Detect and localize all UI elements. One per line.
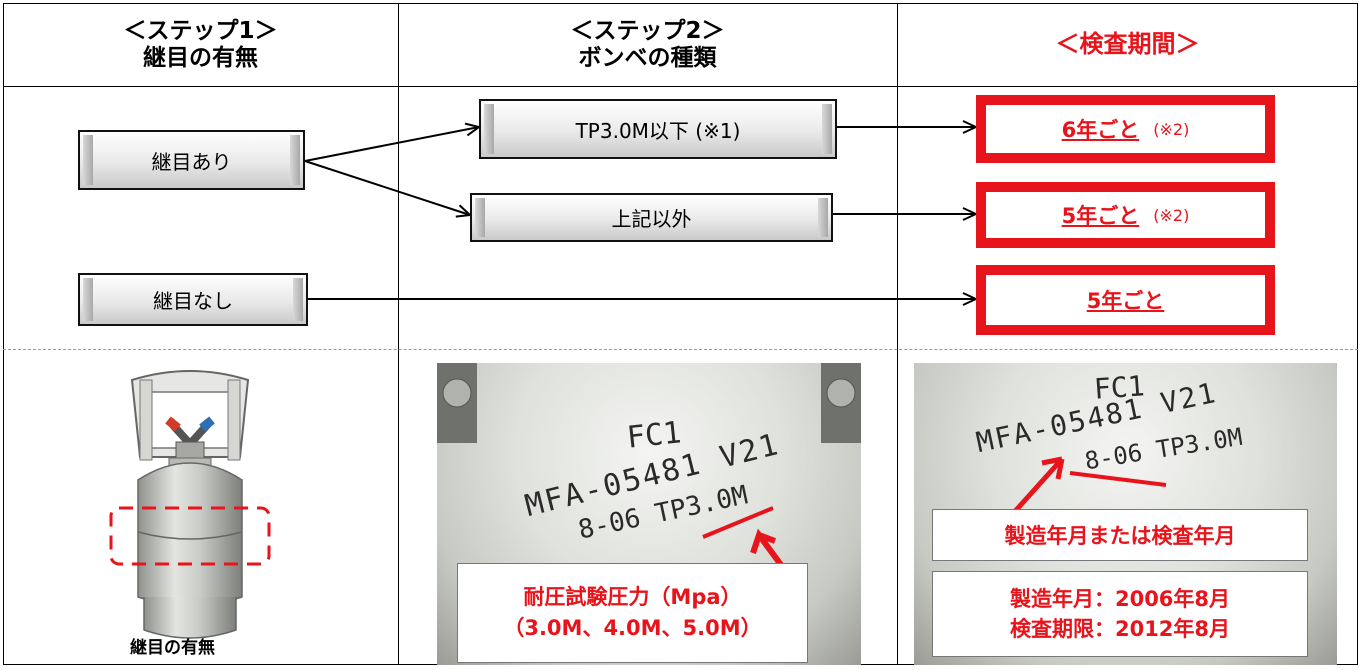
header-step2-title: ＜ステップ2＞ — [570, 17, 725, 44]
photo2-label-box: 製造年月または検査年月 — [932, 509, 1308, 561]
header-step1: ＜ステップ1＞ 継目の有無 — [3, 3, 398, 86]
header-step2: ＜ステップ2＞ ボンベの種類 — [398, 3, 897, 86]
stamp-photo-1: FC1 MFA-05481 V21 8-06 TP3.0M 耐圧試験圧力（Mpa… — [437, 363, 861, 665]
tp-low-label: TP3.0M以下 (※1) — [575, 118, 741, 143]
photo2-info-line2: 検査期限：2012年8月 — [1009, 617, 1231, 641]
period-5yr-2-label: 5年ごと — [1086, 289, 1165, 313]
period-box-6yr: 6年ごと (※2) — [976, 95, 1275, 163]
photo2-marks — [1007, 456, 1167, 520]
seam-no-label: 継目なし — [153, 289, 233, 313]
cylinder-caption: 継目の有無 — [130, 638, 215, 658]
cylinder-illustration — [109, 370, 271, 639]
tp-low-box: TP3.0M以下 (※1) — [479, 99, 837, 159]
photo1-label-box: 耐圧試験圧力（Mpa） （3.0M、4.0M、5.0M） — [457, 563, 808, 663]
seam-no-box: 継目なし — [78, 273, 308, 326]
header-period-title: ＜検査期間＞ — [1055, 30, 1200, 58]
column-divider-1 — [398, 3, 399, 665]
photo1-label-line1: 耐圧試験圧力（Mpa） — [523, 585, 742, 609]
photo1-stamp-1: FC1 — [625, 415, 683, 456]
seam-yes-label: 継目あり — [151, 149, 232, 174]
header-step1-title: ＜ステップ1＞ — [123, 17, 278, 44]
other-box: 上記以外 — [470, 193, 833, 242]
header-step1-subtitle: 継目の有無 — [143, 44, 258, 71]
photo1-bolts — [437, 363, 861, 575]
header-divider — [3, 86, 1358, 87]
photo2-info-line1: 製造年月：2006年8月 — [1009, 587, 1231, 611]
period-box-5yr-1: 5年ごと (※2) — [976, 182, 1275, 248]
arrow-seam-yes-to-other — [304, 160, 470, 215]
column-divider-2 — [897, 3, 898, 665]
header-period: ＜検査期間＞ — [897, 3, 1358, 86]
section-divider — [3, 349, 1358, 350]
other-label: 上記以外 — [611, 207, 692, 231]
header-step2-subtitle: ボンベの種類 — [578, 44, 717, 71]
period-5yr-1-label: 5年ごと — [1061, 204, 1140, 228]
period-5yr-1-note: (※2) — [1153, 205, 1190, 225]
photo1-label-line2: （3.0M、4.0M、5.0M） — [503, 616, 762, 640]
photo2-label: 製造年月または検査年月 — [1004, 524, 1236, 548]
period-6yr-label: 6年ごと — [1061, 118, 1140, 142]
period-6yr-note: (※2) — [1153, 119, 1190, 139]
stamp-photo-2: FC1 MFA-05481 V21 8-06 TP3.0M 製造年月または検査年… — [914, 363, 1337, 665]
photo2-info-box: 製造年月：2006年8月 検査期限：2012年8月 — [932, 571, 1308, 657]
period-box-5yr-2: 5年ごと — [976, 265, 1275, 335]
seam-yes-box: 継目あり — [78, 130, 305, 190]
arrow-seam-yes-to-tp — [304, 127, 479, 162]
